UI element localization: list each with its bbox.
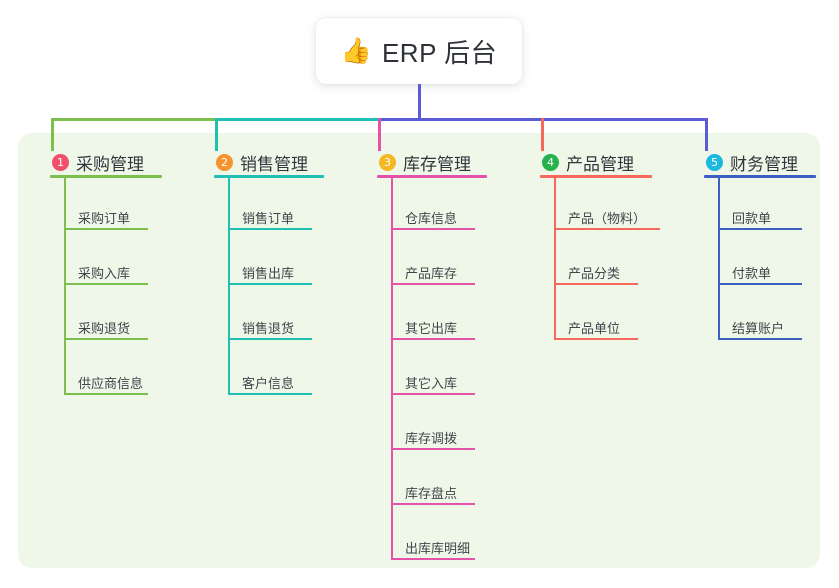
branch-header-label: 销售管理	[240, 155, 308, 174]
leaf-item[interactable]: 回款单	[732, 211, 772, 226]
branch-header-rule	[540, 175, 652, 178]
leaf-item[interactable]: 库存调拨	[405, 431, 458, 446]
leaf-item[interactable]: 产品库存	[405, 266, 458, 281]
branch-header-rule	[50, 175, 162, 178]
root-node-title: ERP 后台	[381, 37, 498, 68]
leaf-item-rule	[554, 228, 660, 230]
root-node-card[interactable]: 👍 ERP 后台	[316, 18, 522, 84]
branch-number-badge: 3	[379, 154, 396, 171]
leaf-item-rule	[391, 338, 475, 340]
leaf-item[interactable]: 付款单	[732, 266, 772, 281]
leaf-item-rule	[391, 448, 475, 450]
leaf-item-rule	[391, 503, 475, 505]
root-drop-connector	[417, 84, 421, 121]
leaf-item[interactable]: 产品分类	[568, 266, 621, 281]
branch-header-label: 财务管理	[730, 155, 798, 174]
leaf-item[interactable]: 供应商信息	[78, 376, 144, 391]
branch-stub-1	[50, 117, 54, 151]
leaf-item[interactable]: 采购入库	[78, 266, 131, 281]
leaf-item-rule	[391, 558, 475, 560]
leaf-item-rule	[391, 283, 475, 285]
branch-header-label: 产品管理	[566, 155, 634, 174]
branch-header-1[interactable]: 1 采购管理	[52, 150, 144, 175]
branch-header-3[interactable]: 3 库存管理	[379, 150, 471, 175]
branch-header-rule	[214, 175, 324, 178]
leaf-item[interactable]: 出库库明细	[405, 541, 471, 556]
leaf-item-rule	[554, 338, 638, 340]
leaf-item[interactable]: 库存盘点	[405, 486, 458, 501]
leaf-item-rule	[64, 283, 148, 285]
branch-header-5[interactable]: 5 财务管理	[706, 150, 798, 175]
leaf-item-rule	[64, 338, 148, 340]
branch-header-rule	[377, 175, 487, 178]
branch-stub-5	[704, 117, 708, 151]
leaf-item[interactable]: 采购退货	[78, 321, 131, 336]
branch-header-rule	[704, 175, 816, 178]
branch-number-badge: 1	[52, 154, 69, 171]
branch-header-4[interactable]: 4 产品管理	[542, 150, 634, 175]
branch-trunk-line	[391, 178, 393, 558]
branch-stub-3	[377, 117, 381, 151]
leaf-item[interactable]: 销售退货	[242, 321, 295, 336]
leaf-item[interactable]: 产品（物料）	[568, 211, 647, 226]
leaf-item[interactable]: 销售订单	[242, 211, 295, 226]
bus-segment-1	[52, 117, 216, 121]
leaf-item[interactable]: 产品单位	[568, 321, 621, 336]
leaf-item-rule	[554, 283, 638, 285]
branch-header-2[interactable]: 2 销售管理	[216, 150, 308, 175]
leaf-item[interactable]: 客户信息	[242, 376, 295, 391]
leaf-item-rule	[718, 338, 802, 340]
branch-header-label: 采购管理	[76, 155, 144, 174]
branch-trunk-line	[554, 178, 556, 338]
branch-number-badge: 2	[216, 154, 233, 171]
bus-segment-2	[216, 117, 379, 121]
leaf-item[interactable]: 其它入库	[405, 376, 458, 391]
branch-trunk-line	[228, 178, 230, 393]
leaf-item-rule	[718, 283, 802, 285]
leaf-item[interactable]: 其它出库	[405, 321, 458, 336]
leaf-item[interactable]: 仓库信息	[405, 211, 458, 226]
leaf-item-rule	[391, 393, 475, 395]
leaf-item-rule	[64, 228, 148, 230]
leaf-item-rule	[718, 228, 802, 230]
branch-trunk-line	[718, 178, 720, 338]
branch-trunk-line	[64, 178, 66, 393]
leaf-item-rule	[228, 228, 312, 230]
branch-header-label: 库存管理	[403, 155, 471, 174]
leaf-item-rule	[64, 393, 148, 395]
leaf-item-rule	[228, 393, 312, 395]
branch-stub-4	[540, 117, 544, 151]
branch-stub-2	[214, 117, 218, 151]
leaf-item[interactable]: 销售出库	[242, 266, 295, 281]
leaf-item[interactable]: 结算账户	[732, 321, 785, 336]
thumbs-up-icon: 👍	[340, 36, 372, 65]
branch-number-badge: 4	[542, 154, 559, 171]
leaf-item[interactable]: 采购订单	[78, 211, 131, 226]
leaf-item-rule	[228, 338, 312, 340]
leaf-item-rule	[391, 228, 475, 230]
branch-number-badge: 5	[706, 154, 723, 171]
leaf-item-rule	[228, 283, 312, 285]
branches-panel	[18, 133, 820, 568]
